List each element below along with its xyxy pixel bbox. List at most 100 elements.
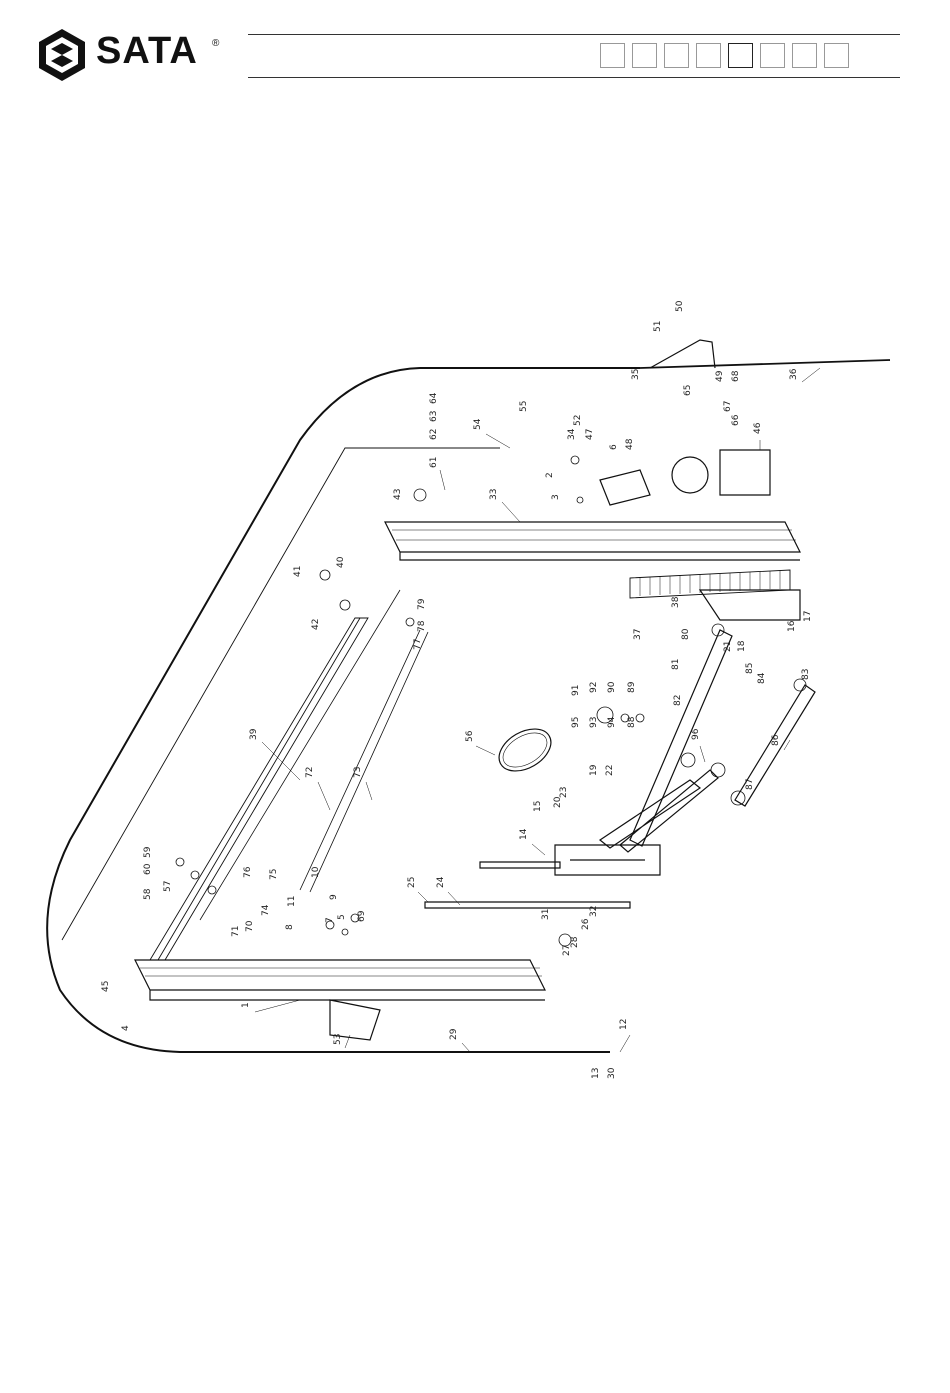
- part-label-57: 57: [163, 881, 173, 892]
- part-label-39: 39: [249, 728, 259, 740]
- part-label-18: 18: [737, 640, 747, 652]
- part-label-11: 11: [287, 896, 297, 907]
- part-label-36: 36: [789, 368, 799, 380]
- part-label-24: 24: [436, 876, 446, 888]
- part-label-33: 33: [489, 489, 499, 500]
- part-label-19: 19: [589, 764, 599, 776]
- registered-mark: ®: [212, 38, 219, 49]
- part-label-63: 63: [429, 411, 439, 422]
- part-label-35: 35: [631, 369, 641, 380]
- bracket-48: [600, 470, 650, 505]
- cable-36: [640, 360, 890, 368]
- column-left: [135, 960, 545, 1000]
- part-label-92: 92: [589, 682, 599, 693]
- part-label-46: 46: [753, 422, 763, 434]
- brand-name: SATA: [96, 30, 198, 73]
- part-label-76: 76: [243, 866, 253, 878]
- part-label-12: 12: [619, 1019, 629, 1030]
- part-label-43: 43: [393, 489, 403, 500]
- part-label-14: 14: [519, 828, 529, 840]
- part-label-21: 21: [723, 641, 733, 652]
- part-label-15: 15: [533, 801, 543, 812]
- section-tab-8[interactable]: [824, 43, 849, 68]
- part-label-2: 2: [545, 472, 555, 478]
- part-label-38: 38: [671, 596, 681, 608]
- section-tabs: [600, 43, 849, 68]
- part-label-4: 4: [121, 1025, 131, 1031]
- post-24: [425, 902, 630, 908]
- part-label-56: 56: [465, 730, 475, 742]
- part-label-89: 89: [627, 681, 637, 693]
- part-label-78: 78: [417, 620, 427, 632]
- part-label-61: 61: [429, 457, 439, 468]
- carriage: [700, 590, 800, 620]
- part-label-32: 32: [589, 906, 599, 917]
- part-label-71: 71: [231, 926, 241, 937]
- part-label-34: 34: [567, 428, 577, 440]
- cross-rod-73: [300, 630, 428, 892]
- part-label-55: 55: [519, 401, 529, 412]
- part-label-41: 41: [293, 566, 303, 577]
- section-tab-2[interactable]: [632, 43, 657, 68]
- section-tab-4[interactable]: [696, 43, 721, 68]
- part-label-31: 31: [541, 909, 551, 920]
- section-tab-3[interactable]: [664, 43, 689, 68]
- part-label-80: 80: [681, 628, 691, 640]
- part-label-49: 49: [715, 370, 725, 382]
- part-label-3: 3: [551, 494, 561, 500]
- part-label-9: 9: [329, 894, 339, 900]
- post-14: [480, 862, 560, 868]
- part-label-17: 17: [803, 611, 813, 622]
- sata-logo-icon: [36, 27, 88, 83]
- part-label-82: 82: [673, 695, 683, 706]
- part-label-8: 8: [285, 924, 295, 930]
- part-label-70: 70: [245, 920, 255, 932]
- part-label-40: 40: [336, 556, 346, 568]
- part-label-5: 5: [337, 914, 347, 920]
- part-label-58: 58: [143, 888, 153, 900]
- part-label-77: 77: [413, 639, 423, 650]
- section-tab-5[interactable]: [728, 43, 753, 68]
- arm-lower: [600, 770, 718, 852]
- motor-body: [672, 457, 708, 493]
- part-label-29: 29: [449, 1028, 459, 1040]
- carriage-14: [555, 845, 660, 875]
- part-label-37: 37: [633, 629, 643, 640]
- part-label-79: 79: [417, 598, 427, 610]
- part-label-88: 88: [627, 716, 637, 728]
- header-rule-bottom: [248, 77, 900, 78]
- column-right: [385, 522, 800, 560]
- part-label-16: 16: [787, 620, 797, 632]
- section-tab-1[interactable]: [600, 43, 625, 68]
- part-label-20: 20: [553, 796, 563, 808]
- section-tab-7[interactable]: [792, 43, 817, 68]
- part-label-69: 69: [357, 910, 367, 922]
- part-label-47: 47: [585, 429, 595, 440]
- cross-rod-72: [200, 590, 400, 920]
- section-tab-6[interactable]: [760, 43, 785, 68]
- part-label-96: 96: [691, 728, 701, 740]
- part-label-95: 95: [571, 717, 581, 728]
- part-label-67: 67: [723, 401, 733, 412]
- motor: [720, 450, 770, 495]
- part-label-85: 85: [745, 663, 755, 674]
- part-label-48: 48: [625, 438, 635, 450]
- part-label-87: 87: [745, 779, 755, 790]
- part-label-22: 22: [605, 765, 615, 776]
- part-label-64: 64: [429, 392, 439, 404]
- part-label-83: 83: [801, 669, 811, 680]
- part-label-93: 93: [589, 717, 599, 728]
- part-label-25: 25: [407, 877, 417, 888]
- part-label-86: 86: [771, 734, 781, 746]
- part-label-73: 73: [353, 767, 363, 778]
- part-label-75: 75: [269, 869, 279, 880]
- part-label-81: 81: [671, 659, 681, 670]
- part-label-90: 90: [607, 681, 617, 693]
- part-label-7: 7: [325, 917, 335, 923]
- part-label-66: 66: [731, 414, 741, 426]
- part-label-62: 62: [429, 429, 439, 440]
- part-label-68: 68: [731, 370, 741, 382]
- frame-outline: [47, 368, 640, 1052]
- part-label-13: 13: [591, 1068, 601, 1079]
